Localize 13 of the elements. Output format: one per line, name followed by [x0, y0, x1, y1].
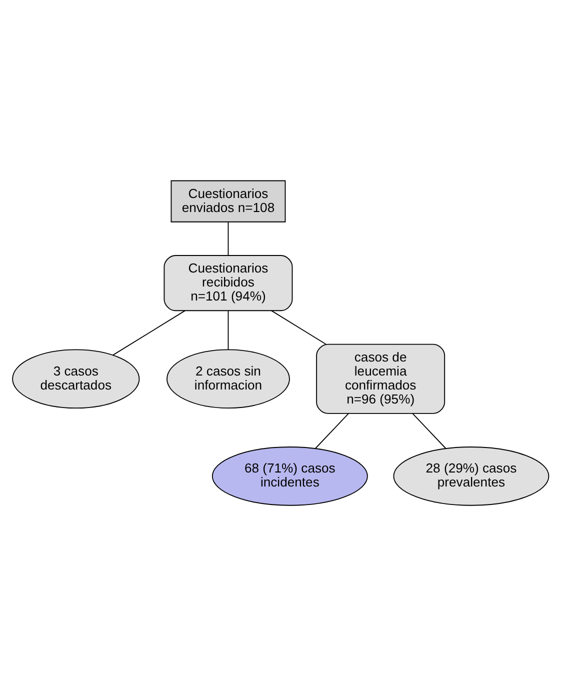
connector — [228, 310, 229, 350]
node-ellipse: 3 casos descartados — [12, 349, 140, 409]
connector — [271, 310, 326, 345]
connector — [228, 222, 229, 256]
node-ellipse: 28 (29%) casos prevalentes — [393, 446, 550, 506]
connector — [314, 413, 350, 449]
connector — [412, 413, 446, 449]
node-box: casos de leucemia confirmados n=96 (95%) — [316, 344, 446, 414]
node-ellipse: 2 casos sin informacion — [166, 349, 290, 409]
node-box: Cuestionarios recibidos n=101 (94%) — [164, 255, 293, 312]
node-box: Cuestionarios enviados n=108 — [170, 180, 286, 222]
node-ellipse: 68 (71%) casos incidentes — [212, 446, 368, 506]
connector — [112, 310, 186, 356]
